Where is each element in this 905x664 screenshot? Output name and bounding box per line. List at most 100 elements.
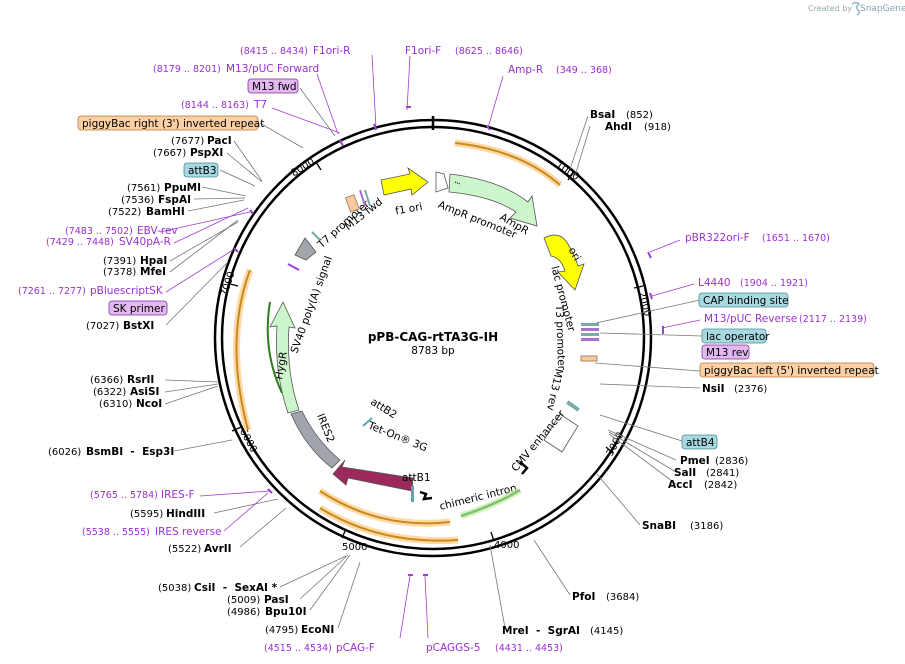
box-m13-rev[interactable]: M13 rev xyxy=(701,344,750,360)
site-ppumi[interactable]: PpuMI(7561) xyxy=(127,182,201,194)
ampr-promoter-arrow[interactable] xyxy=(435,171,449,193)
site-avrii[interactable]: AvrII(5522) xyxy=(168,543,232,555)
site-nsii[interactable]: NsiI(2376) xyxy=(702,383,767,395)
site-paci[interactable]: PacI(7677) xyxy=(171,135,232,147)
svg-text:pBluescriptSK: pBluescriptSK xyxy=(90,285,164,297)
primer-ires-f[interactable]: (5765 .. 5784)IRES-F xyxy=(90,489,195,501)
feature-boxes: M13 fwd piggyBac right (3') inverted rep… xyxy=(77,78,879,450)
site-econi[interactable]: EcoNI(4795) xyxy=(265,624,334,636)
primer-sv40pa-r[interactable]: (7429 .. 7448)SV40pA-R xyxy=(46,236,171,248)
svg-text:PpuMI: PpuMI xyxy=(164,182,201,194)
site-bsai[interactable]: BsaI(852) xyxy=(590,109,653,121)
restriction-sites: BsaI(852) AhdI(918) NsiI(2376) PmeI(2836… xyxy=(48,109,767,637)
svg-text:(5765 .. 5784): (5765 .. 5784) xyxy=(90,490,158,501)
primer-ires-reverse[interactable]: (5538 .. 5555)IRES reverse xyxy=(82,526,222,538)
tet-on-3g-arrow[interactable] xyxy=(332,459,414,492)
box-piggybac-right[interactable]: piggyBac right (3') inverted repeat xyxy=(77,115,264,131)
site-hindiii[interactable]: HindIII(5595) xyxy=(130,508,205,520)
box-attb3[interactable]: attB3 xyxy=(183,162,219,178)
svg-text:(4431 .. 4453): (4431 .. 4453) xyxy=(495,643,563,654)
snapgene-brand[interactable]: Created by SnapGene xyxy=(808,1,905,16)
site-pspxi[interactable]: PspXI(7667) xyxy=(153,147,223,159)
site-bsmbi-esp3i[interactable]: BsmBI - Esp3I(6026) xyxy=(48,446,174,458)
svg-text:(852): (852) xyxy=(626,110,653,121)
svg-text:IRES reverse: IRES reverse xyxy=(155,526,222,538)
svg-text:SV40pA-R: SV40pA-R xyxy=(119,236,171,248)
svg-text:(7667): (7667) xyxy=(153,148,186,159)
site-ncoi[interactable]: NcoI(6310) xyxy=(99,398,162,410)
svg-text:(2842): (2842) xyxy=(704,480,737,491)
site-snabi[interactable]: SnaBI(3186) xyxy=(642,520,723,532)
svg-text:pBR322ori-F: pBR322ori-F xyxy=(685,232,750,244)
svg-text:EBV-rev: EBV-rev xyxy=(137,225,178,237)
site-pasi[interactable]: PasI(5009) xyxy=(227,594,289,606)
outer-transcript-arcs xyxy=(232,139,563,545)
svg-text:NsiI: NsiI xyxy=(702,383,725,395)
svg-text:pCAGGS-5: pCAGGS-5 xyxy=(426,642,480,654)
svg-text:(3684): (3684) xyxy=(606,592,639,603)
tick-8000: 8000 xyxy=(289,156,316,179)
hygr-arrow[interactable] xyxy=(269,301,300,414)
primer-pcaggs-5[interactable]: pCAGGS-5 (4431 .. 4453) xyxy=(426,642,563,654)
primer-t7[interactable]: (8144 .. 8163)T7 xyxy=(181,99,267,111)
box-attb4[interactable]: attB4 xyxy=(681,434,718,450)
leader-lines xyxy=(159,54,703,639)
svg-text:PmeI: PmeI xyxy=(680,455,710,467)
box-piggybac-left[interactable]: piggyBac left (5') inverted repeat xyxy=(699,362,879,378)
svg-text:BsmBI - Esp3I: BsmBI - Esp3I xyxy=(86,446,174,458)
site-fspai[interactable]: FspAI (7536) xyxy=(121,194,191,206)
svg-text:(918): (918) xyxy=(644,122,671,133)
svg-text:MfeI: MfeI xyxy=(140,266,166,278)
site-asisi[interactable]: AsiSI(6322) xyxy=(93,386,159,398)
site-acci[interactable]: AccI(2842) xyxy=(668,479,737,491)
cmv-enhancer-box[interactable] xyxy=(543,413,579,453)
primer-pcag-f[interactable]: (4515 .. 4534)pCAG-F xyxy=(264,642,375,654)
svg-text:(7522): (7522) xyxy=(108,207,141,218)
box-lac-operator[interactable]: lac operator xyxy=(701,328,770,344)
svg-text:PacI: PacI xyxy=(207,135,232,147)
cag-promoter-glyph xyxy=(519,461,529,475)
site-rsrii[interactable]: RsrII(6366) xyxy=(90,374,154,386)
primer-m13-puc-forward[interactable]: (8179 .. 8201)M13/pUC Forward xyxy=(153,63,319,75)
primer-f1ori-f[interactable]: F1ori-F(8625 .. 8646) xyxy=(405,45,523,57)
box-sk-primer[interactable]: SK primer xyxy=(108,300,168,316)
site-hpai[interactable]: HpaI(7391) xyxy=(103,255,167,267)
svg-text:SnaBI: SnaBI xyxy=(642,520,676,532)
site-bamhi[interactable]: BamHI(7522) xyxy=(108,206,185,218)
primer-m13-puc-reverse[interactable]: M13/pUC Reverse(2117 .. 2139) xyxy=(704,313,867,325)
svg-text:piggyBac right (3') inverted r: piggyBac right (3') inverted repeat xyxy=(82,118,264,130)
site-sali[interactable]: SalI(2841) xyxy=(674,467,739,479)
primer-ebv-rev[interactable]: (7483 .. 7502)EBV-rev xyxy=(65,225,178,237)
svg-text:(4145): (4145) xyxy=(590,626,623,637)
svg-text:FspAI: FspAI xyxy=(158,194,191,206)
primer-l4440[interactable]: L4440(1904 .. 1921) xyxy=(698,277,808,289)
box-m13-fwd[interactable]: M13 fwd xyxy=(247,78,299,94)
box-cap-binding-site[interactable]: CAP binding site xyxy=(698,292,789,308)
svg-text:(7378): (7378) xyxy=(103,267,136,278)
sv40-polya-box[interactable] xyxy=(294,237,317,261)
svg-text:HpaI: HpaI xyxy=(140,255,167,267)
svg-text:L4440: L4440 xyxy=(698,277,731,289)
site-mrei-sgrai[interactable]: MreI - SgrAI (4145) xyxy=(502,625,623,637)
site-bpu10i[interactable]: Bpu10I(4986) xyxy=(227,606,307,618)
svg-text:MreI - SgrAI: MreI - SgrAI xyxy=(502,625,580,637)
attb2-label: attB2 xyxy=(368,396,399,421)
f1-ori-arrow[interactable] xyxy=(380,166,429,196)
primer-f1ori-r[interactable]: (8415 .. 8434)F1ori-R xyxy=(240,45,350,57)
svg-text:IRES-F: IRES-F xyxy=(161,489,195,501)
site-pfoi[interactable]: PfoI(3684) xyxy=(572,591,639,603)
svg-text:M13 fwd: M13 fwd xyxy=(252,81,297,93)
svg-text:attB4: attB4 xyxy=(686,437,715,449)
site-pmei[interactable]: PmeI(2836) xyxy=(680,455,748,467)
site-ahdi[interactable]: AhdI(918) xyxy=(605,121,671,133)
primer-pbluescriptsk[interactable]: (7261 .. 7277)pBluescriptSK xyxy=(18,285,164,297)
primer-amp-r[interactable]: Amp-R(349 .. 368) xyxy=(508,64,612,76)
site-bstxi[interactable]: BstXI(7027) xyxy=(86,320,154,332)
site-mfei[interactable]: MfeI (7378) xyxy=(103,266,166,278)
ires2-box[interactable] xyxy=(290,410,341,469)
site-csii-sexai[interactable]: CsiI - SexAI *(5038) xyxy=(158,582,278,594)
svg-text:(7536): (7536) xyxy=(121,195,154,206)
primer-pbr322ori-f[interactable]: pBR322ori-F(1651 .. 1670) xyxy=(685,232,830,244)
ampr-arrow[interactable] xyxy=(448,173,538,227)
ori-arrow[interactable] xyxy=(543,234,585,291)
